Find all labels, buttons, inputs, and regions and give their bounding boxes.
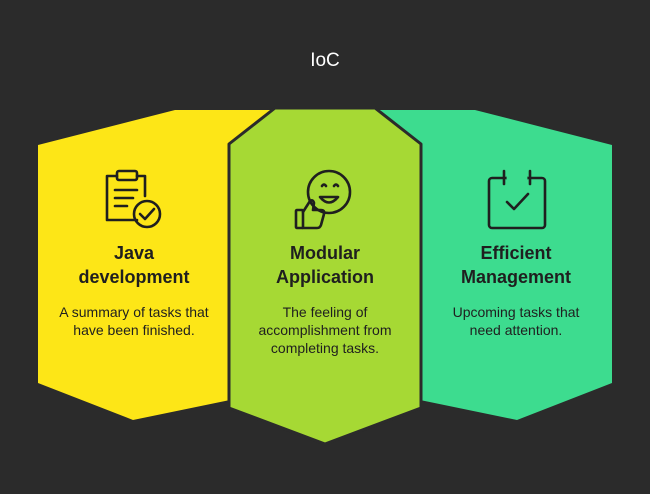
card-heading-line-1: Efficient: [480, 243, 552, 263]
diagram-title: IoC: [310, 50, 340, 71]
card-3-shape: [378, 110, 612, 420]
card-description: Upcoming tasks that need attention.: [452, 304, 580, 338]
calendar-check-icon: [485, 168, 549, 232]
smiley-thumbs-up-icon: [293, 168, 357, 232]
card-modular-application: Modular Application The feeling of accom…: [235, 241, 415, 357]
card-2-shape: [227, 106, 423, 446]
card-heading-line-2: development: [78, 267, 190, 287]
card-description: The feeling of accomplishment from compl…: [258, 304, 392, 356]
card-heading-line-1: Modular: [290, 243, 360, 263]
card-heading-line-2: Application: [276, 267, 374, 287]
card-1-shape: [38, 110, 275, 420]
card-heading: Java development: [44, 241, 224, 289]
card-efficient-management: Efficient Management Upcoming tasks that…: [426, 241, 606, 339]
card-java-development: Java development A summary of tasks that…: [44, 241, 224, 339]
card-heading: Modular Application: [235, 241, 415, 289]
card-description: A summary of tasks that have been finish…: [59, 304, 209, 338]
clipboard-check-icon: [101, 168, 165, 232]
card-heading-line-2: Management: [460, 267, 572, 287]
card-heading-line-1: Java: [113, 243, 155, 263]
card-heading: Efficient Management: [426, 241, 606, 289]
